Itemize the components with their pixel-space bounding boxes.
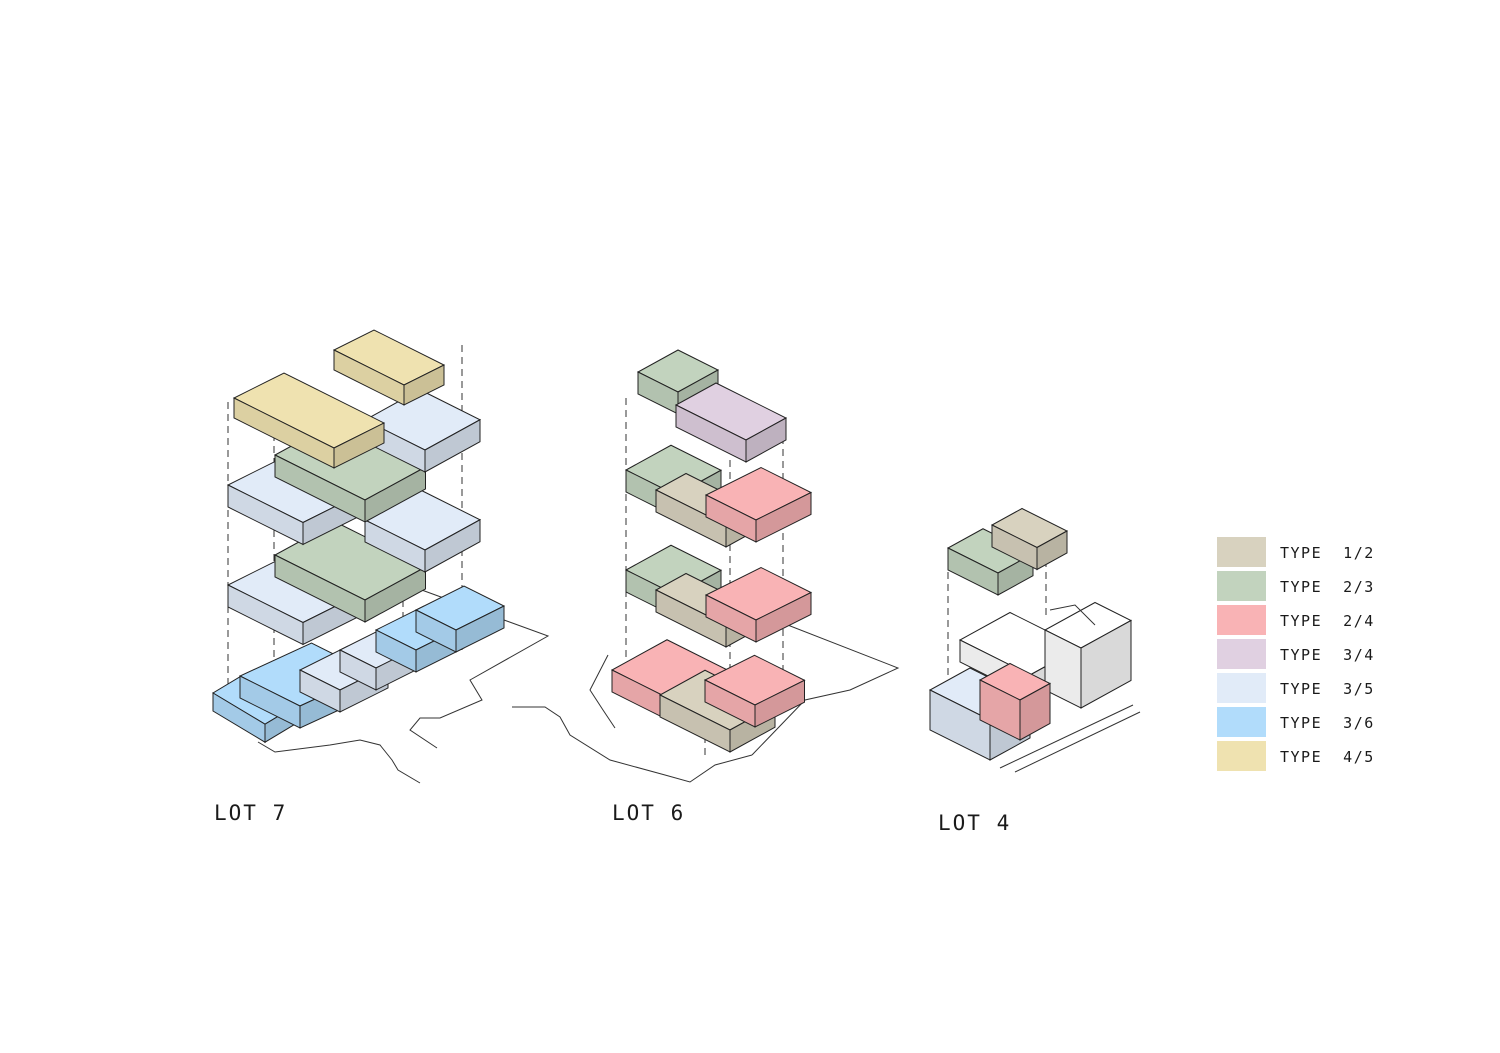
lot6-l4-unit-side: [745, 417, 787, 463]
legend-label: TYPE 3/6: [1280, 714, 1375, 732]
legend-swatch: [1217, 571, 1266, 601]
legend-swatch: [1217, 537, 1266, 567]
lot-4-label: LOT 4: [938, 811, 1012, 835]
legend-item-type-2-3: TYPE 2/3: [1217, 571, 1417, 605]
lot6-site-edge: [751, 621, 900, 756]
legend-label: TYPE 3/5: [1280, 680, 1375, 698]
lot7-l3-unit-side: [424, 418, 481, 473]
legend-item-type-3-4: TYPE 3/4: [1217, 639, 1417, 673]
legend-item-type-2-4: TYPE 2/4: [1217, 605, 1417, 639]
legend-label: TYPE 1/2: [1280, 544, 1375, 562]
legend-swatch: [1217, 707, 1266, 737]
legend-label: TYPE 2/3: [1280, 578, 1375, 596]
legend-label: TYPE 2/4: [1280, 612, 1375, 630]
lot7-site-curve: [257, 739, 421, 784]
legend-swatch: [1217, 639, 1266, 669]
legend-label: TYPE 3/4: [1280, 646, 1375, 664]
lot6-l1-unit-side: [754, 679, 805, 728]
legend-item-type-3-6: TYPE 3/6: [1217, 707, 1417, 741]
lot6-site-curve: [512, 706, 753, 783]
lot4-site-line: [999, 704, 1134, 769]
legend-item-type-4-5: TYPE 4/5: [1217, 741, 1417, 775]
lot7-l4-unit-side: [403, 364, 445, 406]
lot7-l3-unit-side: [364, 466, 426, 523]
lot4-site-line: [1014, 711, 1141, 773]
lot6-l2-unit-side: [755, 591, 812, 643]
legend-item-type-3-5: TYPE 3/5: [1217, 673, 1417, 707]
lot-6-label: LOT 6: [612, 801, 686, 825]
lot7-l2-unit-side: [424, 518, 481, 573]
legend-swatch: [1217, 673, 1266, 703]
lot-7-label: LOT 7: [214, 801, 288, 825]
legend-swatch: [1217, 605, 1266, 635]
lot4-l1-unit-side: [1019, 682, 1051, 741]
lot6-site-edge-left: [589, 654, 616, 729]
legend-swatch: [1217, 741, 1266, 771]
lot4-l2-unit-side: [1036, 530, 1068, 571]
lot7-site-edge: [407, 584, 550, 749]
legend-item-type-1-2: TYPE 1/2: [1217, 537, 1417, 571]
lot7-l1-unit-side: [455, 605, 505, 653]
lot4-existing-building-side: [1080, 619, 1132, 709]
lot7-l4-unit-side: [333, 422, 385, 469]
legend: TYPE 1/2 TYPE 2/3 TYPE 2/4 TYPE 3/4 TYPE…: [1217, 537, 1417, 775]
lot4-roof-line: [1049, 604, 1096, 626]
lot7-l2-unit-side: [364, 566, 426, 623]
legend-label: TYPE 4/5: [1280, 748, 1375, 766]
lot6-l3-unit-side: [755, 491, 812, 543]
